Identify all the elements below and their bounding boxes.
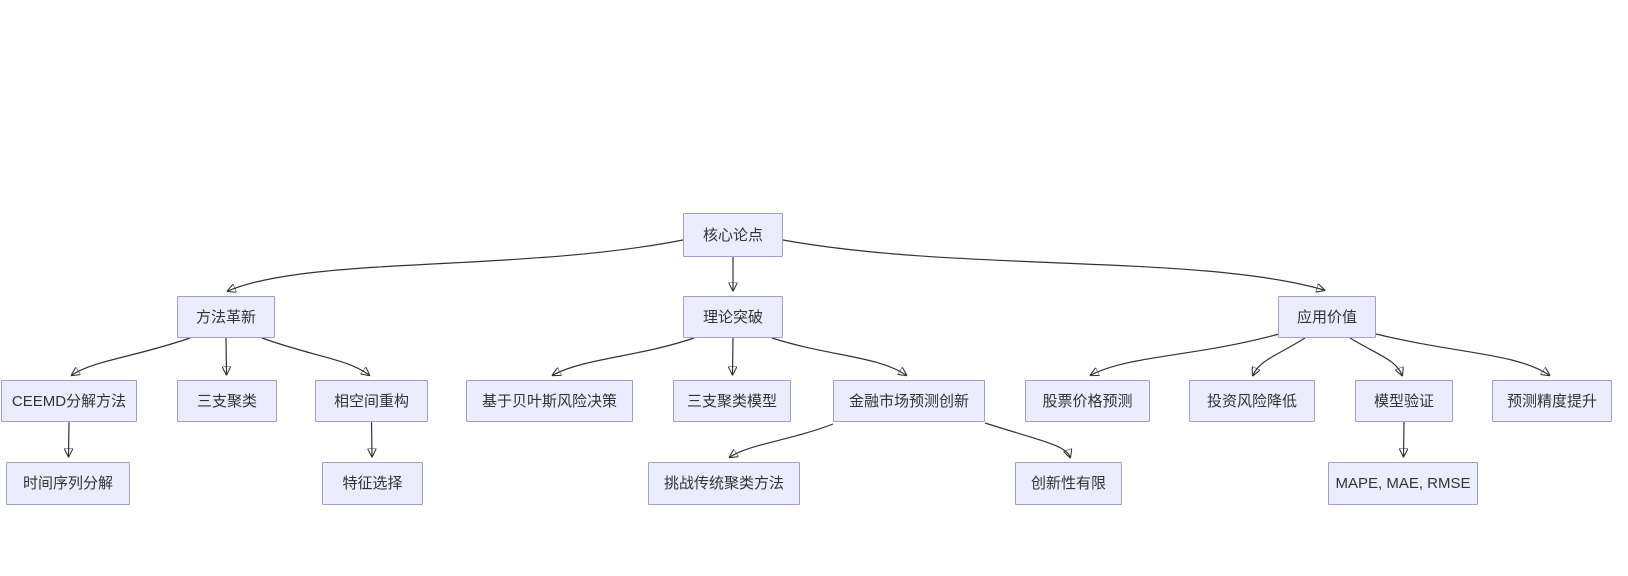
node-label: 应用价值 [1296,308,1357,326]
node-prediction-precision-improvement: 预测精度提升 [1492,380,1612,422]
node-financial-market-forecast-innovation: 金融市场预测创新 [833,380,985,422]
edge-root-to-method [228,239,684,291]
edge-root-to-application [782,239,1324,290]
node-label: 核心论点 [702,226,763,244]
node-label: 创新性有限 [1030,475,1106,492]
edge-theory-to-threeway-model [733,337,734,374]
node-three-way-clustering: 三支聚类 [177,380,277,422]
edge-method-to-ceemd [72,337,191,375]
edge-application-to-precision [1375,333,1549,375]
edge-validation-to-metrics [1404,421,1405,456]
node-label: 预测精度提升 [1506,392,1597,410]
node-limited-innovation: 创新性有限 [1015,462,1122,505]
node-label: 特征选择 [342,475,403,492]
node-three-way-clustering-model: 三支聚类模型 [673,380,791,422]
node-label: 投资风险降低 [1206,392,1297,410]
node-model-validation: 模型验证 [1355,380,1453,422]
node-phase-space-reconstruction: 相空间重构 [315,380,428,422]
node-bayesian-risk-decision: 基于贝叶斯风险决策 [466,380,633,422]
node-time-series-decomposition: 时间序列分解 [6,462,130,505]
node-label: 理论突破 [702,308,763,326]
node-label: 方法革新 [195,308,256,326]
edge-method-to-phase [261,337,369,375]
edge-phase-to-feature [372,421,373,456]
node-stock-price-prediction: 股票价格预测 [1025,380,1150,422]
node-label: 模型验证 [1373,392,1434,410]
node-label: CEEMD分解方法 [11,392,127,410]
edge-finance-to-limited [984,422,1070,457]
node-label: 股票价格预测 [1042,392,1133,410]
node-label: 基于贝叶斯风险决策 [481,392,617,410]
node-label: 三支聚类模型 [686,392,777,410]
node-label: 三支聚类 [196,392,257,410]
edge-application-to-risk [1253,337,1306,375]
node-theory-breakthrough: 理论突破 [683,296,783,338]
node-label: 相空间重构 [333,392,409,410]
edge-theory-to-bayes [553,337,695,375]
edge-theory-to-finance [771,337,906,375]
node-feature-selection: 特征选择 [322,462,423,505]
node-label: 挑战传统聚类方法 [663,475,784,492]
edge-finance-to-challenge [730,423,834,457]
node-label: 金融市场预测创新 [848,392,969,410]
node-error-metrics: MAPE, MAE, RMSE [1328,462,1478,505]
node-label: 时间序列分解 [22,475,113,492]
edge-method-to-threeway [226,337,227,374]
node-label: MAPE, MAE, RMSE [1335,475,1471,492]
edge-ceemd-to-timeseries [69,421,70,456]
edge-application-to-validation [1349,337,1402,375]
node-core-thesis: 核心论点 [683,213,783,257]
node-method-innovation: 方法革新 [177,296,275,338]
node-investment-risk-reduction: 投资风险降低 [1189,380,1315,422]
node-application-value: 应用价值 [1278,296,1376,338]
node-ceemd-decomposition: CEEMD分解方法 [1,380,137,422]
edge-application-to-stock [1091,333,1280,375]
node-challenge-traditional-clustering: 挑战传统聚类方法 [648,462,800,505]
